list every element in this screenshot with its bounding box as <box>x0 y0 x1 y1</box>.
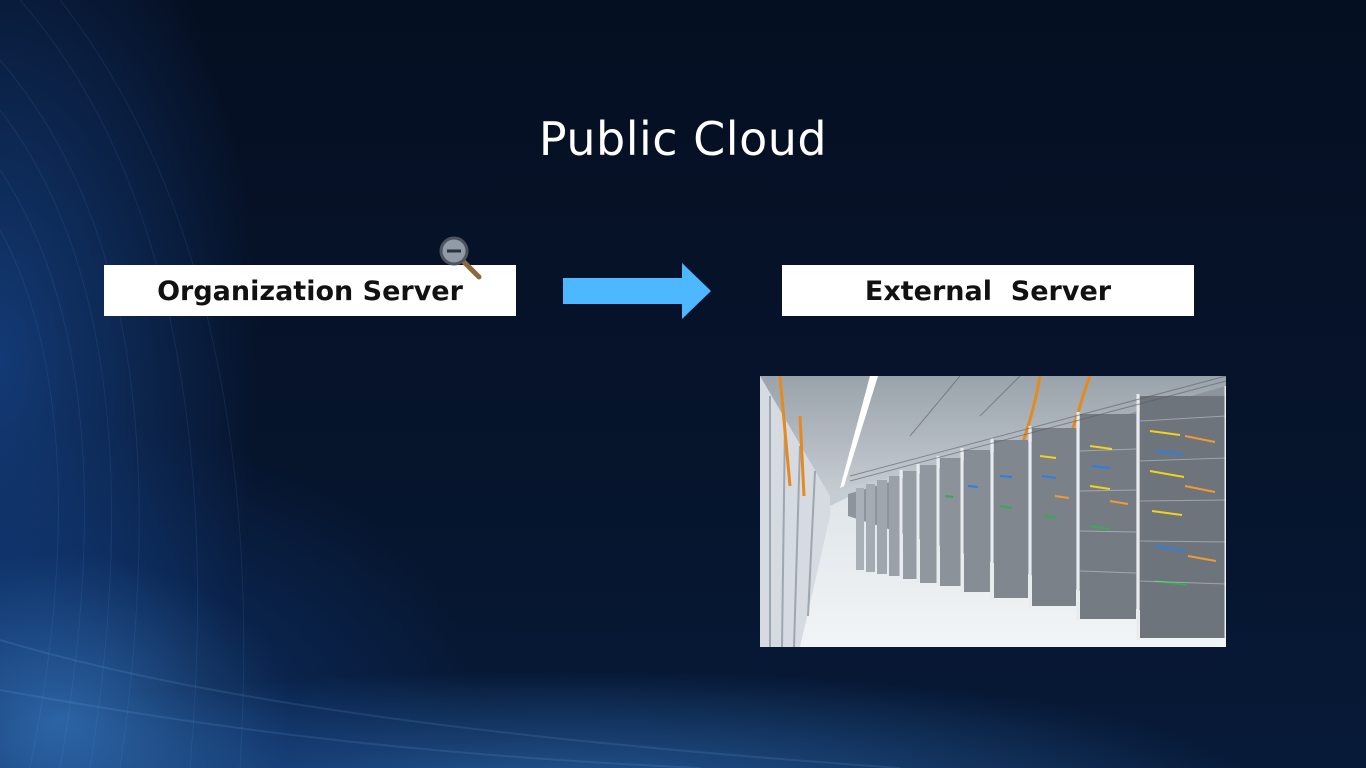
organization-server-box: Organization Server <box>104 265 516 316</box>
slide-title: Public Cloud <box>538 112 828 166</box>
data-center-photo <box>760 376 1226 647</box>
external-server-box: External Server <box>782 265 1194 316</box>
magnifier-zoom-out-icon <box>439 236 482 280</box>
organization-server-label: Organization Server <box>157 276 463 307</box>
right-arrow-icon <box>563 263 711 319</box>
external-server-label: External Server <box>864 276 1112 307</box>
